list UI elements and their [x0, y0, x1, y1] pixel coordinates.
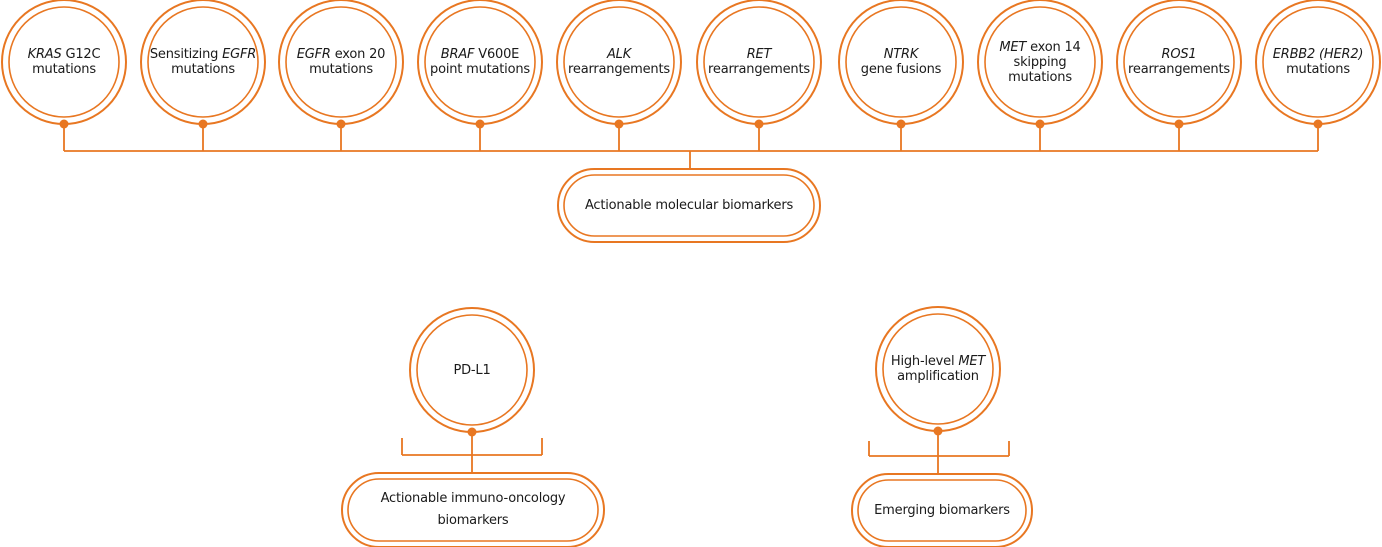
node-label-erbb2: ERBB2 (HER2)mutations — [1259, 22, 1377, 102]
label-segment: ROS1 — [1161, 47, 1197, 62]
label-segment: MET — [958, 354, 986, 369]
node-egfr-sensitizing-inner-ring — [147, 6, 259, 118]
connector-dot-ret — [754, 119, 764, 129]
label-segment: ERBB2 (HER2) — [1272, 47, 1364, 62]
immuno-pill-inner — [347, 478, 599, 542]
node-label-pdl1: PD-L1 — [417, 340, 527, 400]
label-segment: point mutations — [430, 62, 530, 77]
node-egfr-exon20-inner-ring — [285, 6, 397, 118]
label-segment: mutations — [309, 62, 373, 77]
connector-dot-erbb2 — [1313, 119, 1323, 129]
node-ntrk-inner-ring — [845, 6, 957, 118]
label-segment: gene fusions — [860, 62, 942, 77]
connector-dot-met-exon14 — [1035, 119, 1045, 129]
immuno-pill-label: Actionable immuno-oncology biomarkers — [342, 473, 604, 547]
label-segment: ALK — [606, 47, 632, 62]
label-segment: Sensitizing — [149, 47, 223, 62]
node-alk-inner-ring — [563, 6, 675, 118]
label-segment: mutations — [1286, 62, 1350, 77]
label-segment: rearrangements — [568, 62, 670, 77]
label-segment: EGFR — [222, 47, 257, 62]
node-met-amp-inner-ring — [882, 313, 994, 425]
connector-dot-egfr-sensitizing — [198, 119, 208, 129]
label-segment: BRAF — [440, 47, 475, 62]
connector-dot-alk — [614, 119, 624, 129]
connector-dot-met-amp — [933, 426, 943, 436]
pill-label-line: Actionable immuno-oncology — [380, 491, 566, 506]
label-segment: NTRK — [883, 47, 919, 62]
connector-dot-egfr-exon20 — [336, 119, 346, 129]
connector-dot-braf — [475, 119, 485, 129]
label-segment: KRAS — [27, 47, 62, 62]
label-segment: MET — [999, 39, 1027, 55]
label-segment: rearrangements — [708, 62, 810, 77]
node-kras-inner-ring — [8, 6, 120, 118]
label-segment: exon 20 — [330, 47, 386, 62]
label-segment: EGFR — [296, 47, 331, 62]
pill-label-line: biomarkers — [437, 513, 509, 528]
molecular-pill-outer — [557, 168, 821, 243]
emerging-pill-label: Emerging biomarkers — [852, 474, 1032, 547]
molecular-pill-inner — [563, 174, 815, 237]
label-segment: High-level — [890, 354, 959, 369]
label-segment: mutations — [171, 62, 235, 77]
label-segment: PD-L1 — [453, 362, 491, 378]
label-segment: mutations — [32, 62, 96, 77]
node-ros1-inner-ring — [1123, 6, 1235, 118]
label-segment: mutations — [1008, 69, 1072, 85]
connector-dot-ntrk — [896, 119, 906, 129]
node-met-exon14-inner-ring — [984, 6, 1096, 118]
label-segment: skipping — [1013, 54, 1067, 70]
label-segment: rearrangements — [1128, 62, 1230, 77]
connector-dot-ros1 — [1174, 119, 1184, 129]
connector-dot-pdl1 — [467, 427, 477, 437]
label-segment: amplification — [897, 369, 979, 384]
label-segment: G12C — [61, 47, 101, 62]
pill-label-line: Actionable molecular biomarkers — [584, 197, 794, 213]
label-segment: V600E — [474, 47, 520, 62]
node-braf-inner-ring — [424, 6, 536, 118]
emerging-pill-inner — [857, 479, 1027, 542]
label-segment: exon 14 — [1026, 39, 1081, 55]
node-pdl1-inner-ring — [416, 314, 528, 426]
node-erbb2-inner-ring — [1262, 6, 1374, 118]
emerging-pill-outer — [851, 473, 1033, 547]
immuno-pill-outer — [341, 472, 605, 547]
label-segment: RET — [746, 47, 772, 62]
pill-label-line: Emerging biomarkers — [874, 502, 1010, 518]
node-ret-inner-ring — [703, 6, 815, 118]
molecular-pill-label: Actionable molecular biomarkers — [558, 169, 820, 242]
connector-dot-kras — [59, 119, 69, 129]
